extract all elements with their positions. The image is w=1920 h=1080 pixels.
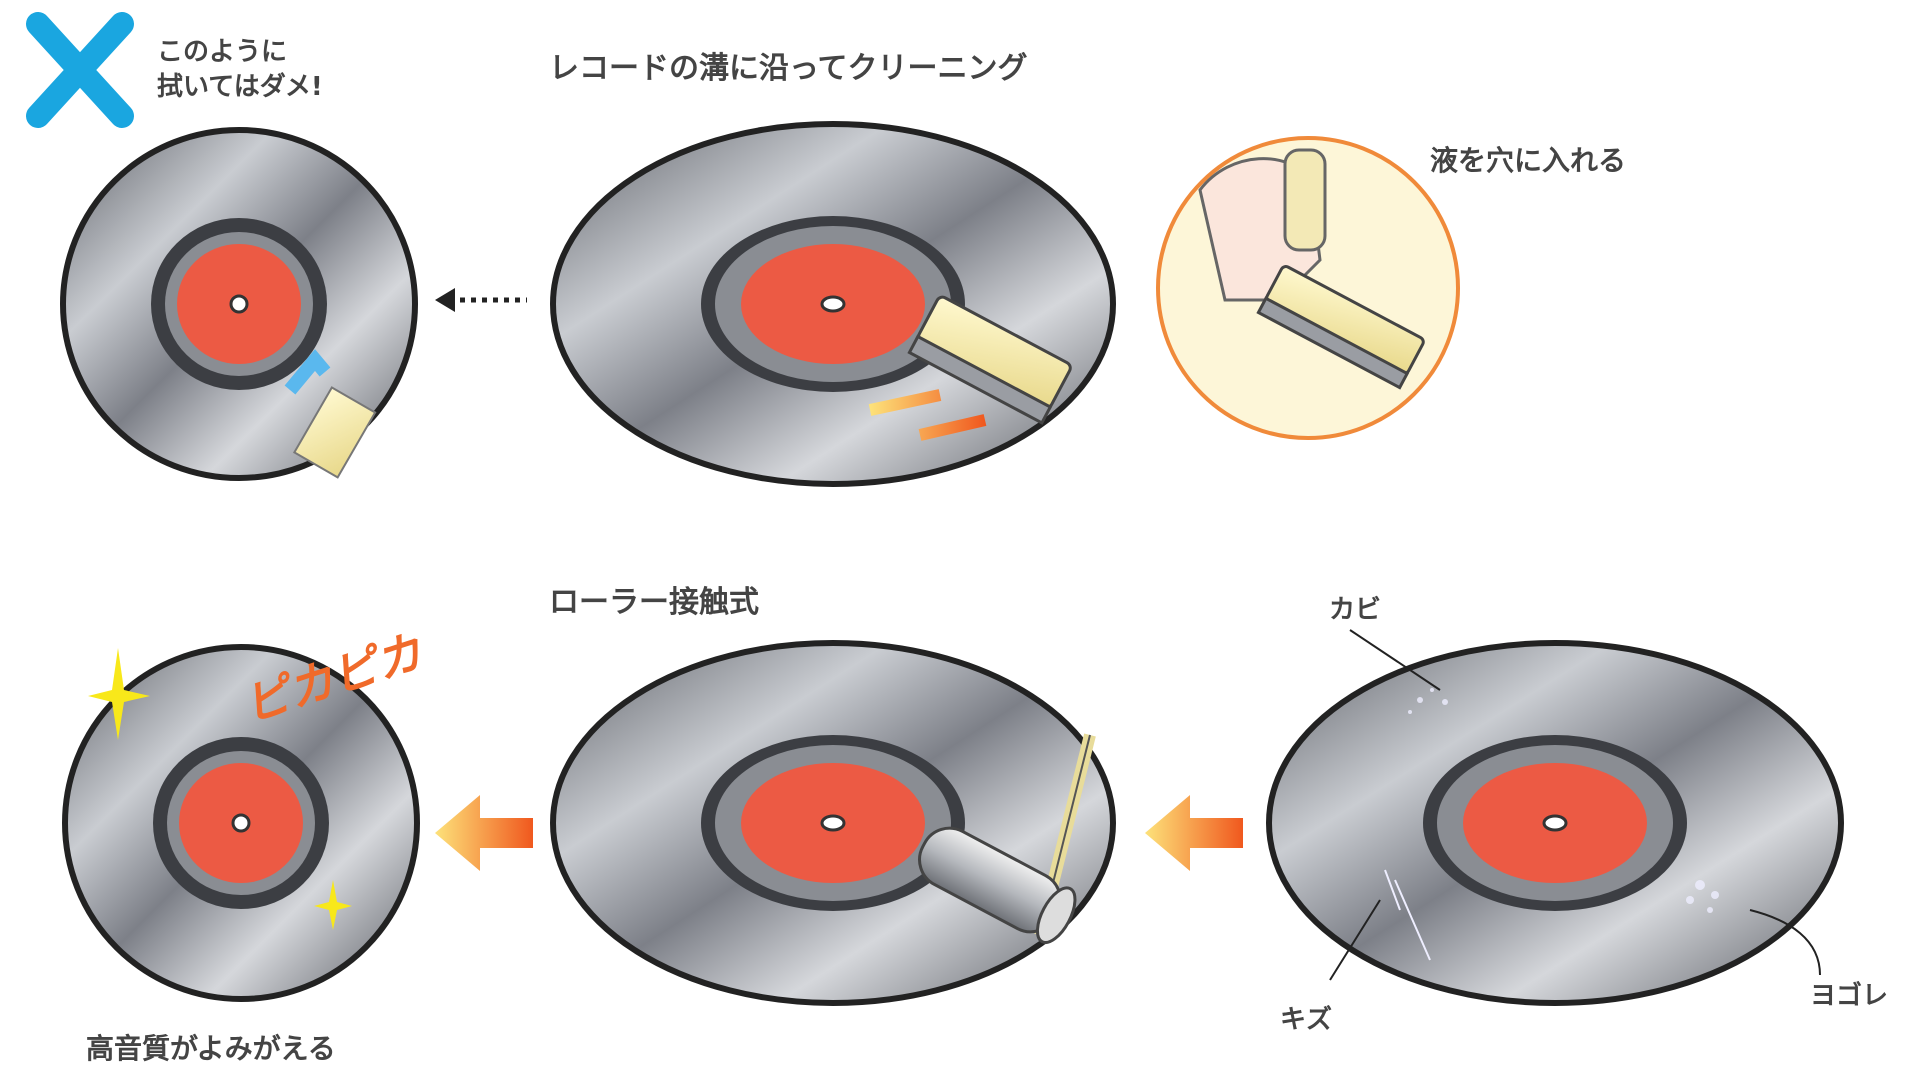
scratch-label: キズ [1280,1004,1332,1035]
result-caption: 高音質がよみがえる [86,1032,336,1065]
cleaner-brush-icon [907,295,1072,425]
dotted-arrow-icon [435,288,527,312]
record-clean-result [62,644,420,1002]
sparkle-icon [88,648,150,740]
bottle-icon [1283,148,1327,252]
record-wrong-wipe [60,127,418,481]
pointer-line [1349,629,1441,691]
groove-title: レコードの溝に沿ってクリーニング [549,51,1028,86]
scratch-marks [1384,869,1431,961]
left-arrow-icon [435,795,533,871]
warning-line2: 拭いてはダメ! [157,71,323,102]
roller-icon [918,733,1096,945]
mold-spots [1408,688,1719,913]
record-groove-cleaning [550,121,1116,487]
inset-fluid-application [1156,136,1460,440]
record-roller-cleaning [550,640,1116,1006]
inset-caption: 液を穴に入れる [1430,144,1626,177]
pointer-line [1749,909,1821,976]
mold-label: カビ [1329,595,1381,625]
cloth-icon [292,386,377,479]
cross-icon [26,12,134,128]
cleaner-icon [1256,265,1425,390]
pointer-line [1329,899,1381,981]
roller-title: ローラー接触式 [549,585,759,620]
dirt-label: ヨゴレ [1810,980,1888,1011]
direction-arrow-icon [868,389,987,441]
sparkle-icon [314,880,352,930]
arrow-icon [284,349,331,395]
record-dirty [1266,629,1844,1006]
left-arrow-icon [1145,795,1243,871]
warning-line1: このように [157,37,287,67]
